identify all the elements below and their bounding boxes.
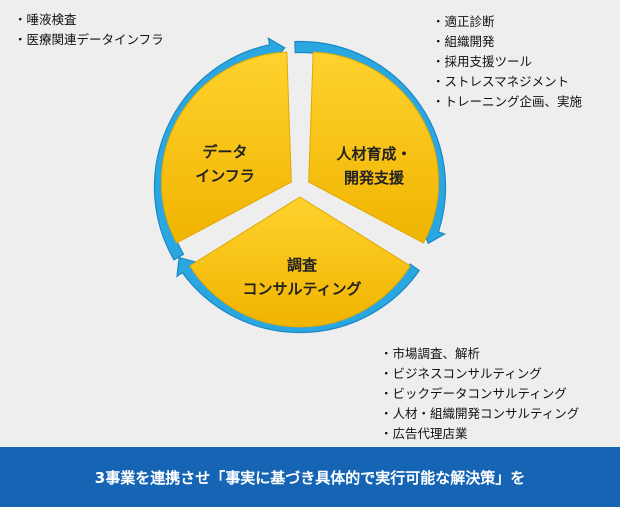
list-item: 広告代理店業 (380, 424, 579, 444)
segment-label: 人材育成・ (336, 145, 411, 163)
segment-label: コンサルティング (242, 280, 361, 298)
list-item: 人材・組織開発コンサルティング (380, 404, 580, 424)
segment-label: 開発支援 (344, 169, 405, 187)
segment-label: 調査 (287, 256, 318, 274)
list-item: 唾液検査 (14, 10, 164, 30)
segment-hr (308, 51, 440, 244)
list-item: ビックデータコンサルティング (380, 384, 579, 404)
data-infra-list: 唾液検査 医療関連データインフラ (14, 10, 164, 50)
hr-development-list: 適正診断 組織開発 採用支援ツール ストレスマネジメント トレーニング企画、実施 (432, 12, 583, 112)
list-item: 市場調査、解析 (380, 344, 579, 364)
list-item: 組織開発 (432, 32, 582, 52)
list-item: 採用支援ツール (432, 52, 582, 72)
list-item: トレーニング企画、実施 (432, 92, 583, 112)
segment-data (160, 51, 292, 244)
list-item: ストレスマネジメント (432, 72, 582, 92)
list-item: 適正診断 (432, 12, 582, 32)
summary-banner: 3事業を連携させ「事実に基づき具体的で実行可能な解決策」を (0, 447, 620, 507)
segment-label: インフラ (195, 167, 255, 185)
segment-label: データ (202, 143, 247, 161)
consulting-list: 市場調査、解析 ビジネスコンサルティング ビックデータコンサルティング 人材・組… (380, 344, 580, 444)
list-item: ビジネスコンサルティング (380, 364, 579, 384)
list-item: 医療関連データインフラ (14, 30, 164, 50)
segment-consult (189, 196, 411, 328)
